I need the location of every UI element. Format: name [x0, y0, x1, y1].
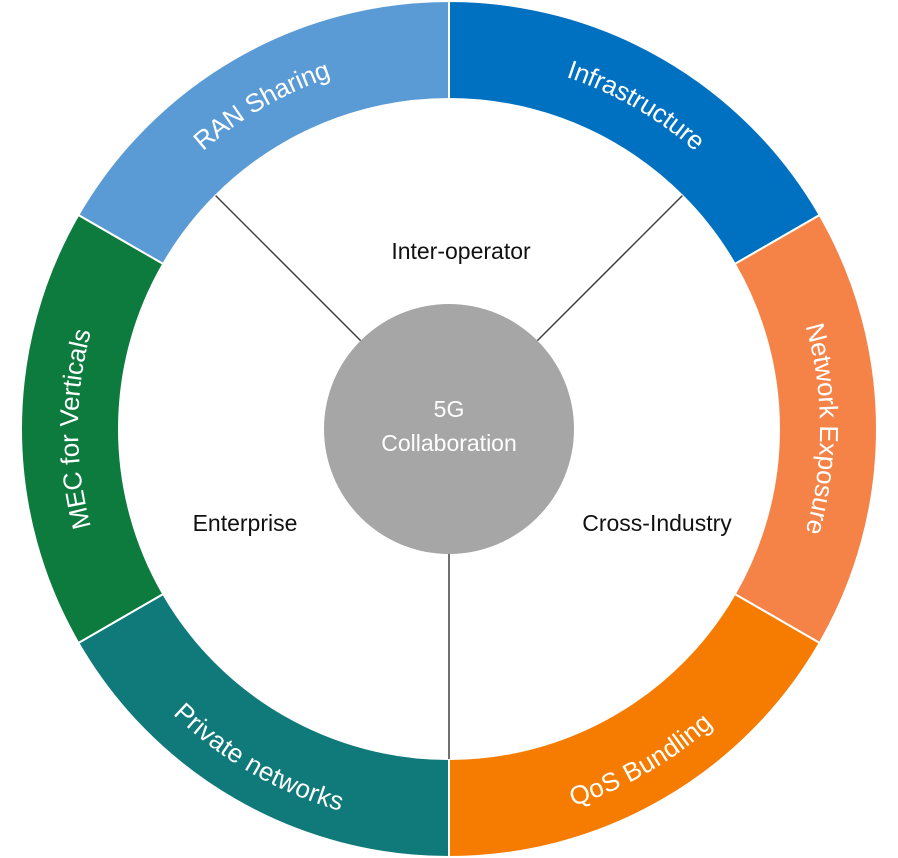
center-label-line1: 5G: [434, 396, 465, 422]
zone-label-enterprise: Enterprise: [193, 510, 298, 536]
ring-segment-infrastructure: [448, 0, 822, 266]
divider-left: [215, 195, 362, 342]
zone-label-cross-industry: Cross-Industry: [582, 510, 732, 536]
ring-segment-private-networks: [76, 592, 450, 858]
center-hub: [324, 304, 574, 554]
divider-right: [536, 195, 683, 342]
dividers: [215, 195, 683, 759]
zone-label-inter-operator: Inter-operator: [391, 238, 531, 264]
center-label-line2: Collaboration: [381, 430, 517, 456]
ring-segment-qos-bundling: [448, 592, 822, 858]
ring-segment-mec-for-verticals: [20, 213, 165, 645]
ring-segment-ran-sharing: [76, 0, 450, 266]
ring-segment-network-exposure: [733, 213, 878, 645]
